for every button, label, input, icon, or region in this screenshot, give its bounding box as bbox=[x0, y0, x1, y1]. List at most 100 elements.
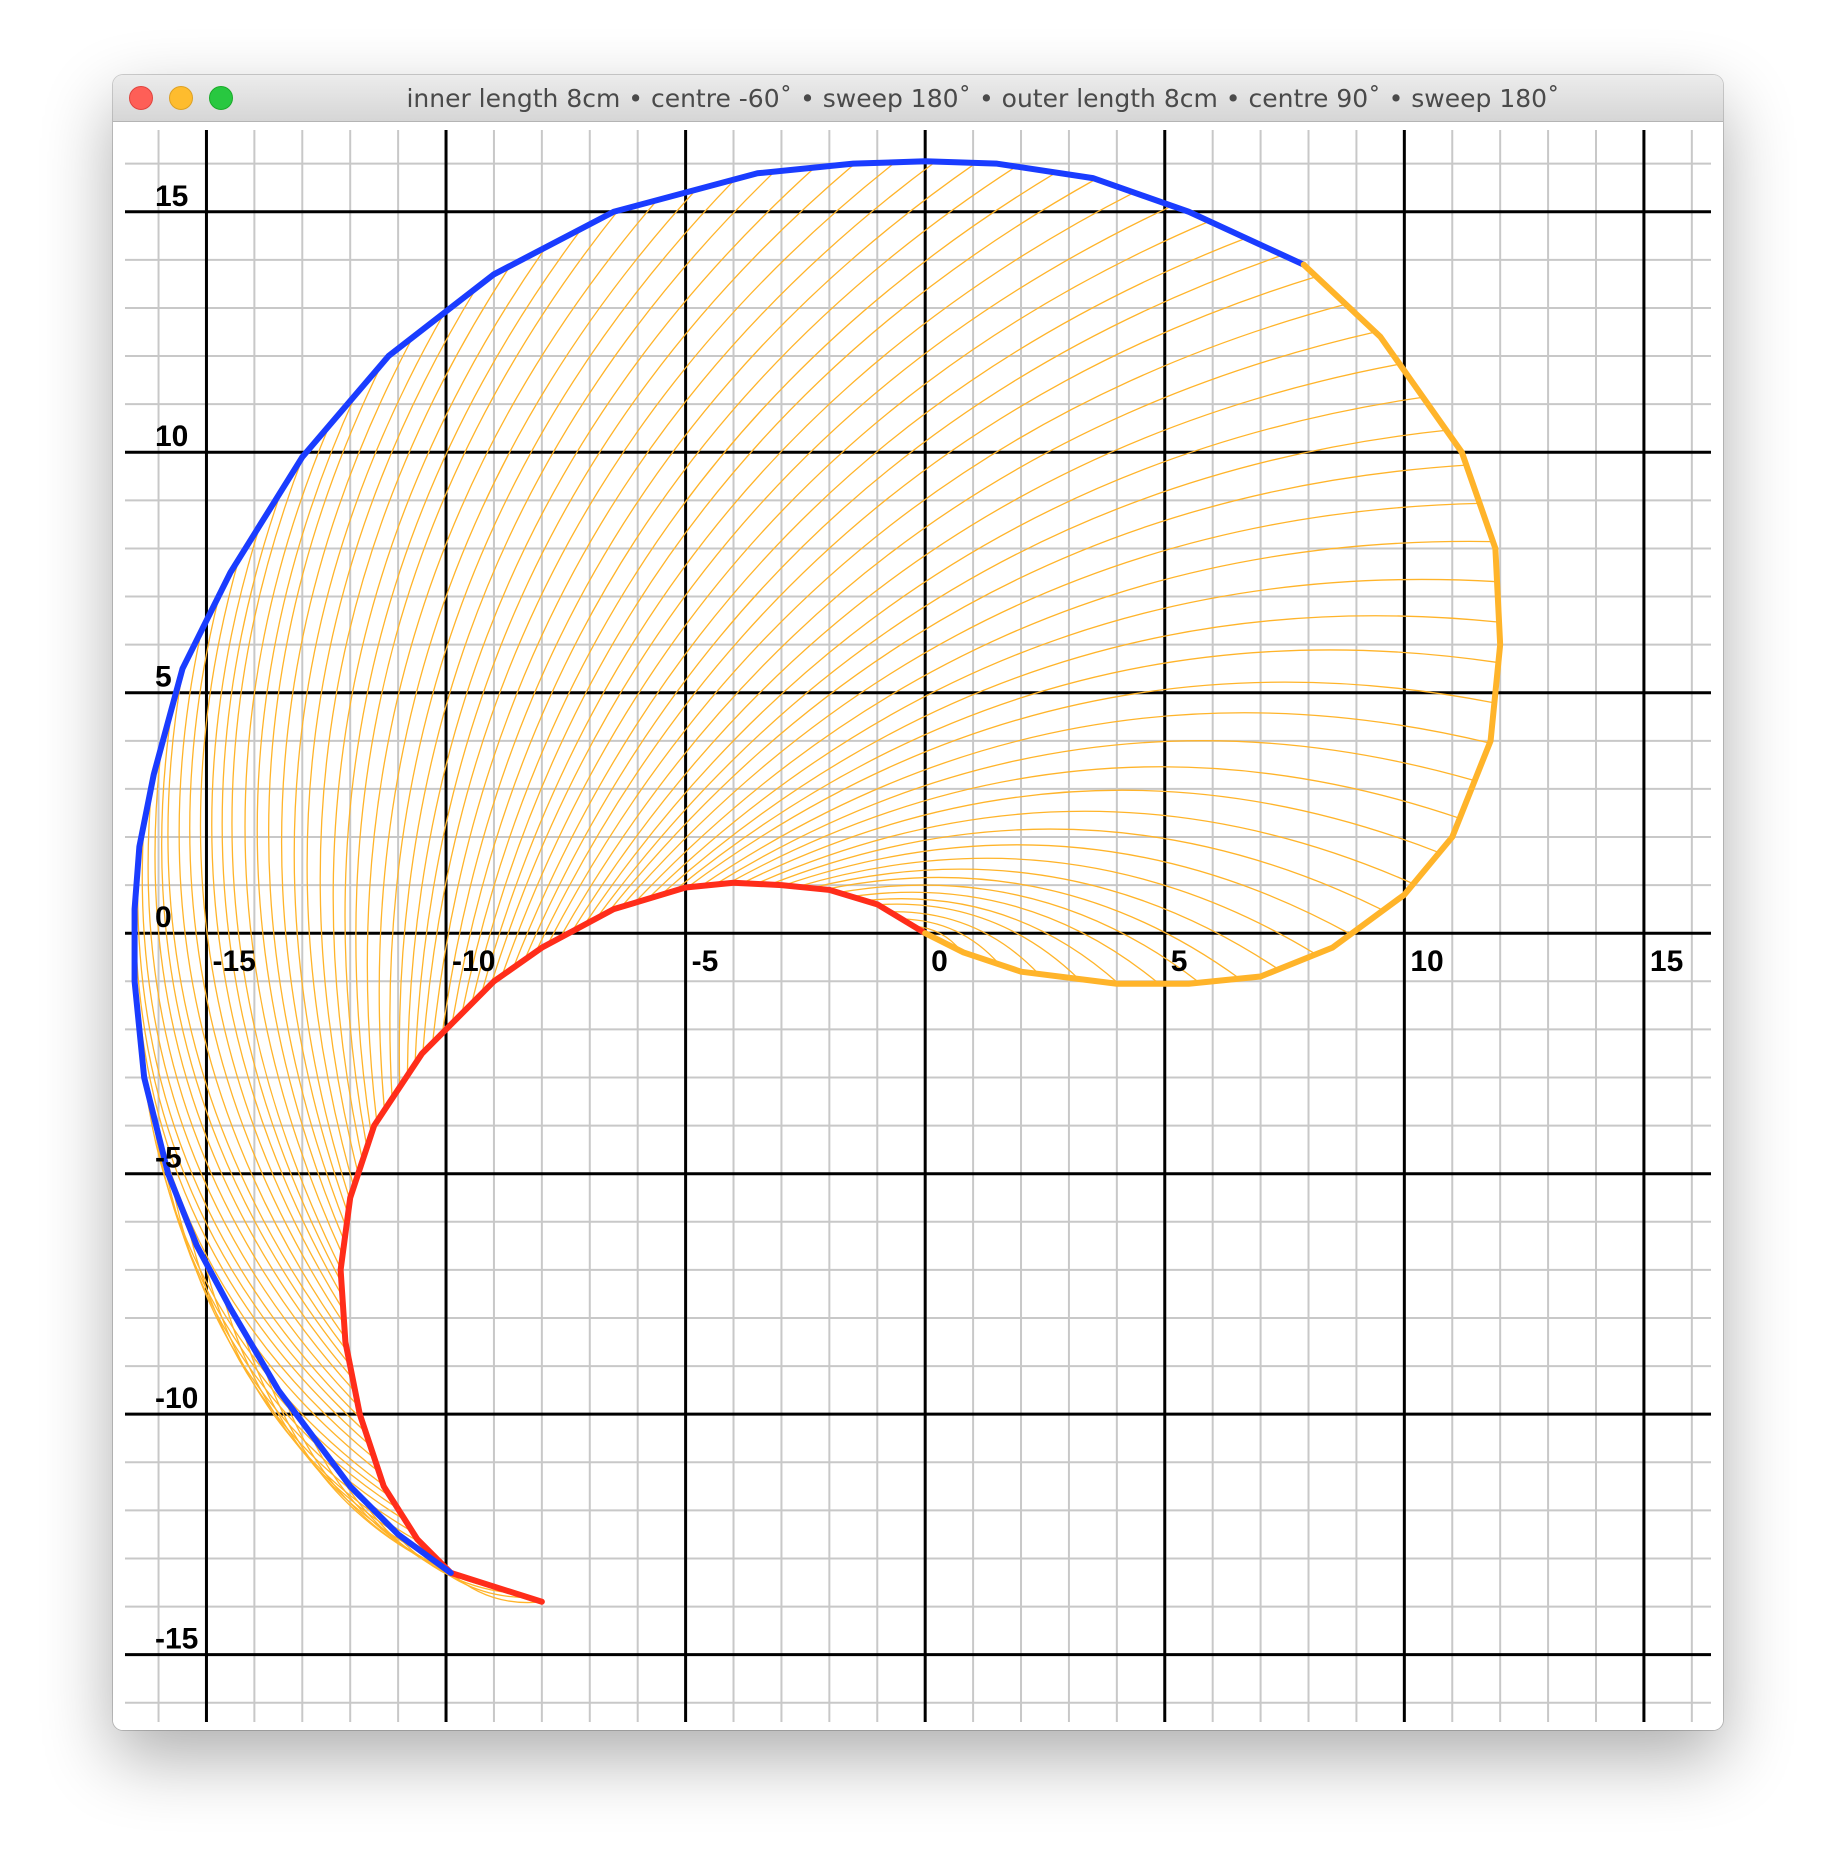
fill-line bbox=[889, 911, 1040, 975]
fill-line bbox=[332, 246, 547, 1161]
fill-line bbox=[660, 615, 1500, 896]
fill-line bbox=[154, 744, 354, 1379]
fill-line bbox=[431, 161, 937, 1043]
fill-line bbox=[142, 1066, 384, 1486]
fill-line bbox=[583, 396, 1424, 926]
fill-line bbox=[199, 558, 344, 1311]
fill-line bbox=[797, 857, 1317, 955]
fill-line bbox=[547, 303, 1346, 945]
fill-line bbox=[141, 823, 359, 1407]
fill-line bbox=[150, 1105, 391, 1498]
fill-line bbox=[490, 205, 1173, 985]
fill-line bbox=[244, 424, 344, 1256]
fill-line bbox=[501, 220, 1210, 976]
fill-line bbox=[687, 681, 1495, 888]
curve-chart: -15 -10 -5 0 5 10 15 15 10 5 0 -5 -10 -15 bbox=[125, 130, 1711, 1722]
fill-line bbox=[811, 868, 1279, 970]
fill-line bbox=[728, 766, 1460, 884]
fill-line bbox=[211, 524, 343, 1297]
fill-line bbox=[535, 275, 1317, 953]
close-icon[interactable] bbox=[129, 86, 153, 110]
fill-line bbox=[571, 363, 1400, 932]
fill-line bbox=[512, 237, 1247, 968]
fill-line bbox=[851, 891, 1160, 985]
fill-line bbox=[422, 161, 896, 1053]
fill-line bbox=[414, 163, 856, 1065]
app-window: inner length 8cm • centre -60˚ • sweep 1… bbox=[113, 75, 1723, 1730]
fill-line bbox=[838, 884, 1200, 984]
fill-line bbox=[461, 171, 1057, 1014]
fill-line bbox=[755, 810, 1414, 885]
y-tick-label: 10 bbox=[155, 420, 188, 453]
fill-line bbox=[864, 898, 1120, 985]
fill-line bbox=[161, 705, 351, 1366]
fill-line bbox=[559, 331, 1376, 939]
fill-line bbox=[634, 540, 1494, 904]
fill-line bbox=[714, 740, 1475, 886]
fill-line bbox=[167, 666, 348, 1352]
y-tick-label: -5 bbox=[155, 1142, 182, 1175]
zoom-icon[interactable] bbox=[209, 86, 233, 110]
x-tick-label: -15 bbox=[212, 945, 255, 978]
fill-line bbox=[877, 903, 1080, 980]
y-tick-label: 0 bbox=[155, 901, 172, 934]
fill-line bbox=[700, 712, 1490, 887]
fill-line bbox=[293, 312, 446, 1201]
fill-line bbox=[147, 784, 356, 1393]
fill-line bbox=[256, 394, 357, 1242]
fill-line bbox=[398, 171, 776, 1088]
minimize-icon[interactable] bbox=[169, 86, 193, 110]
y-tick-label: -10 bbox=[155, 1382, 198, 1415]
inner-curve bbox=[337, 879, 929, 1605]
title-bar[interactable]: inner length 8cm • centre -60˚ • sweep 1… bbox=[113, 75, 1723, 122]
x-tick-label: 5 bbox=[1171, 945, 1188, 978]
fill-line bbox=[134, 904, 367, 1433]
x-tick-label: 10 bbox=[1410, 945, 1443, 978]
outer-curve bbox=[131, 158, 1307, 1576]
fill-line bbox=[608, 464, 1467, 913]
fill-line bbox=[358, 1494, 503, 1590]
x-tick-label: -5 bbox=[692, 945, 719, 978]
fill-line bbox=[171, 1183, 406, 1521]
fill-line bbox=[824, 876, 1240, 980]
outer-end-curve bbox=[922, 261, 1504, 987]
fill-line bbox=[389, 178, 736, 1099]
fill-line bbox=[673, 649, 1499, 892]
fill-line bbox=[319, 265, 511, 1174]
fill-line bbox=[189, 594, 345, 1325]
fill-line bbox=[284, 1398, 464, 1578]
fill-line bbox=[471, 178, 1097, 1004]
fill-line bbox=[136, 863, 362, 1420]
fill-line bbox=[221, 489, 343, 1283]
fill-line bbox=[178, 630, 346, 1339]
fill-line bbox=[267, 363, 383, 1228]
fill-line bbox=[480, 191, 1135, 995]
fill-line bbox=[231, 455, 342, 1269]
fill-line bbox=[769, 828, 1384, 911]
fill-line bbox=[406, 167, 816, 1076]
fill-line bbox=[344, 228, 583, 1148]
x-tick-label: 0 bbox=[931, 945, 948, 978]
y-tick-label: -15 bbox=[155, 1623, 198, 1656]
fill-line bbox=[355, 210, 619, 1135]
fill-line bbox=[647, 578, 1498, 900]
x-tick-label: -10 bbox=[452, 945, 495, 978]
fill-line bbox=[524, 254, 1283, 961]
fill-line bbox=[595, 429, 1447, 919]
fill-line bbox=[262, 1364, 451, 1573]
fill-line bbox=[742, 789, 1440, 884]
fill-line bbox=[366, 199, 658, 1122]
window-title: inner length 8cm • centre -60˚ • sweep 1… bbox=[406, 84, 1560, 113]
fill-line bbox=[901, 918, 1000, 965]
fill-line bbox=[451, 165, 1017, 1024]
fill-line bbox=[280, 337, 414, 1214]
y-tick-label: 15 bbox=[155, 180, 188, 213]
fill-line bbox=[783, 844, 1351, 935]
fill-line bbox=[378, 189, 697, 1111]
y-tick-label: 5 bbox=[155, 661, 172, 694]
x-tick-label: 15 bbox=[1650, 945, 1683, 978]
fill-line bbox=[441, 162, 977, 1034]
plot-area: -15 -10 -5 0 5 10 15 15 10 5 0 -5 -10 -15 bbox=[113, 122, 1723, 1730]
fill-line bbox=[620, 502, 1480, 908]
fill-line bbox=[306, 287, 478, 1187]
